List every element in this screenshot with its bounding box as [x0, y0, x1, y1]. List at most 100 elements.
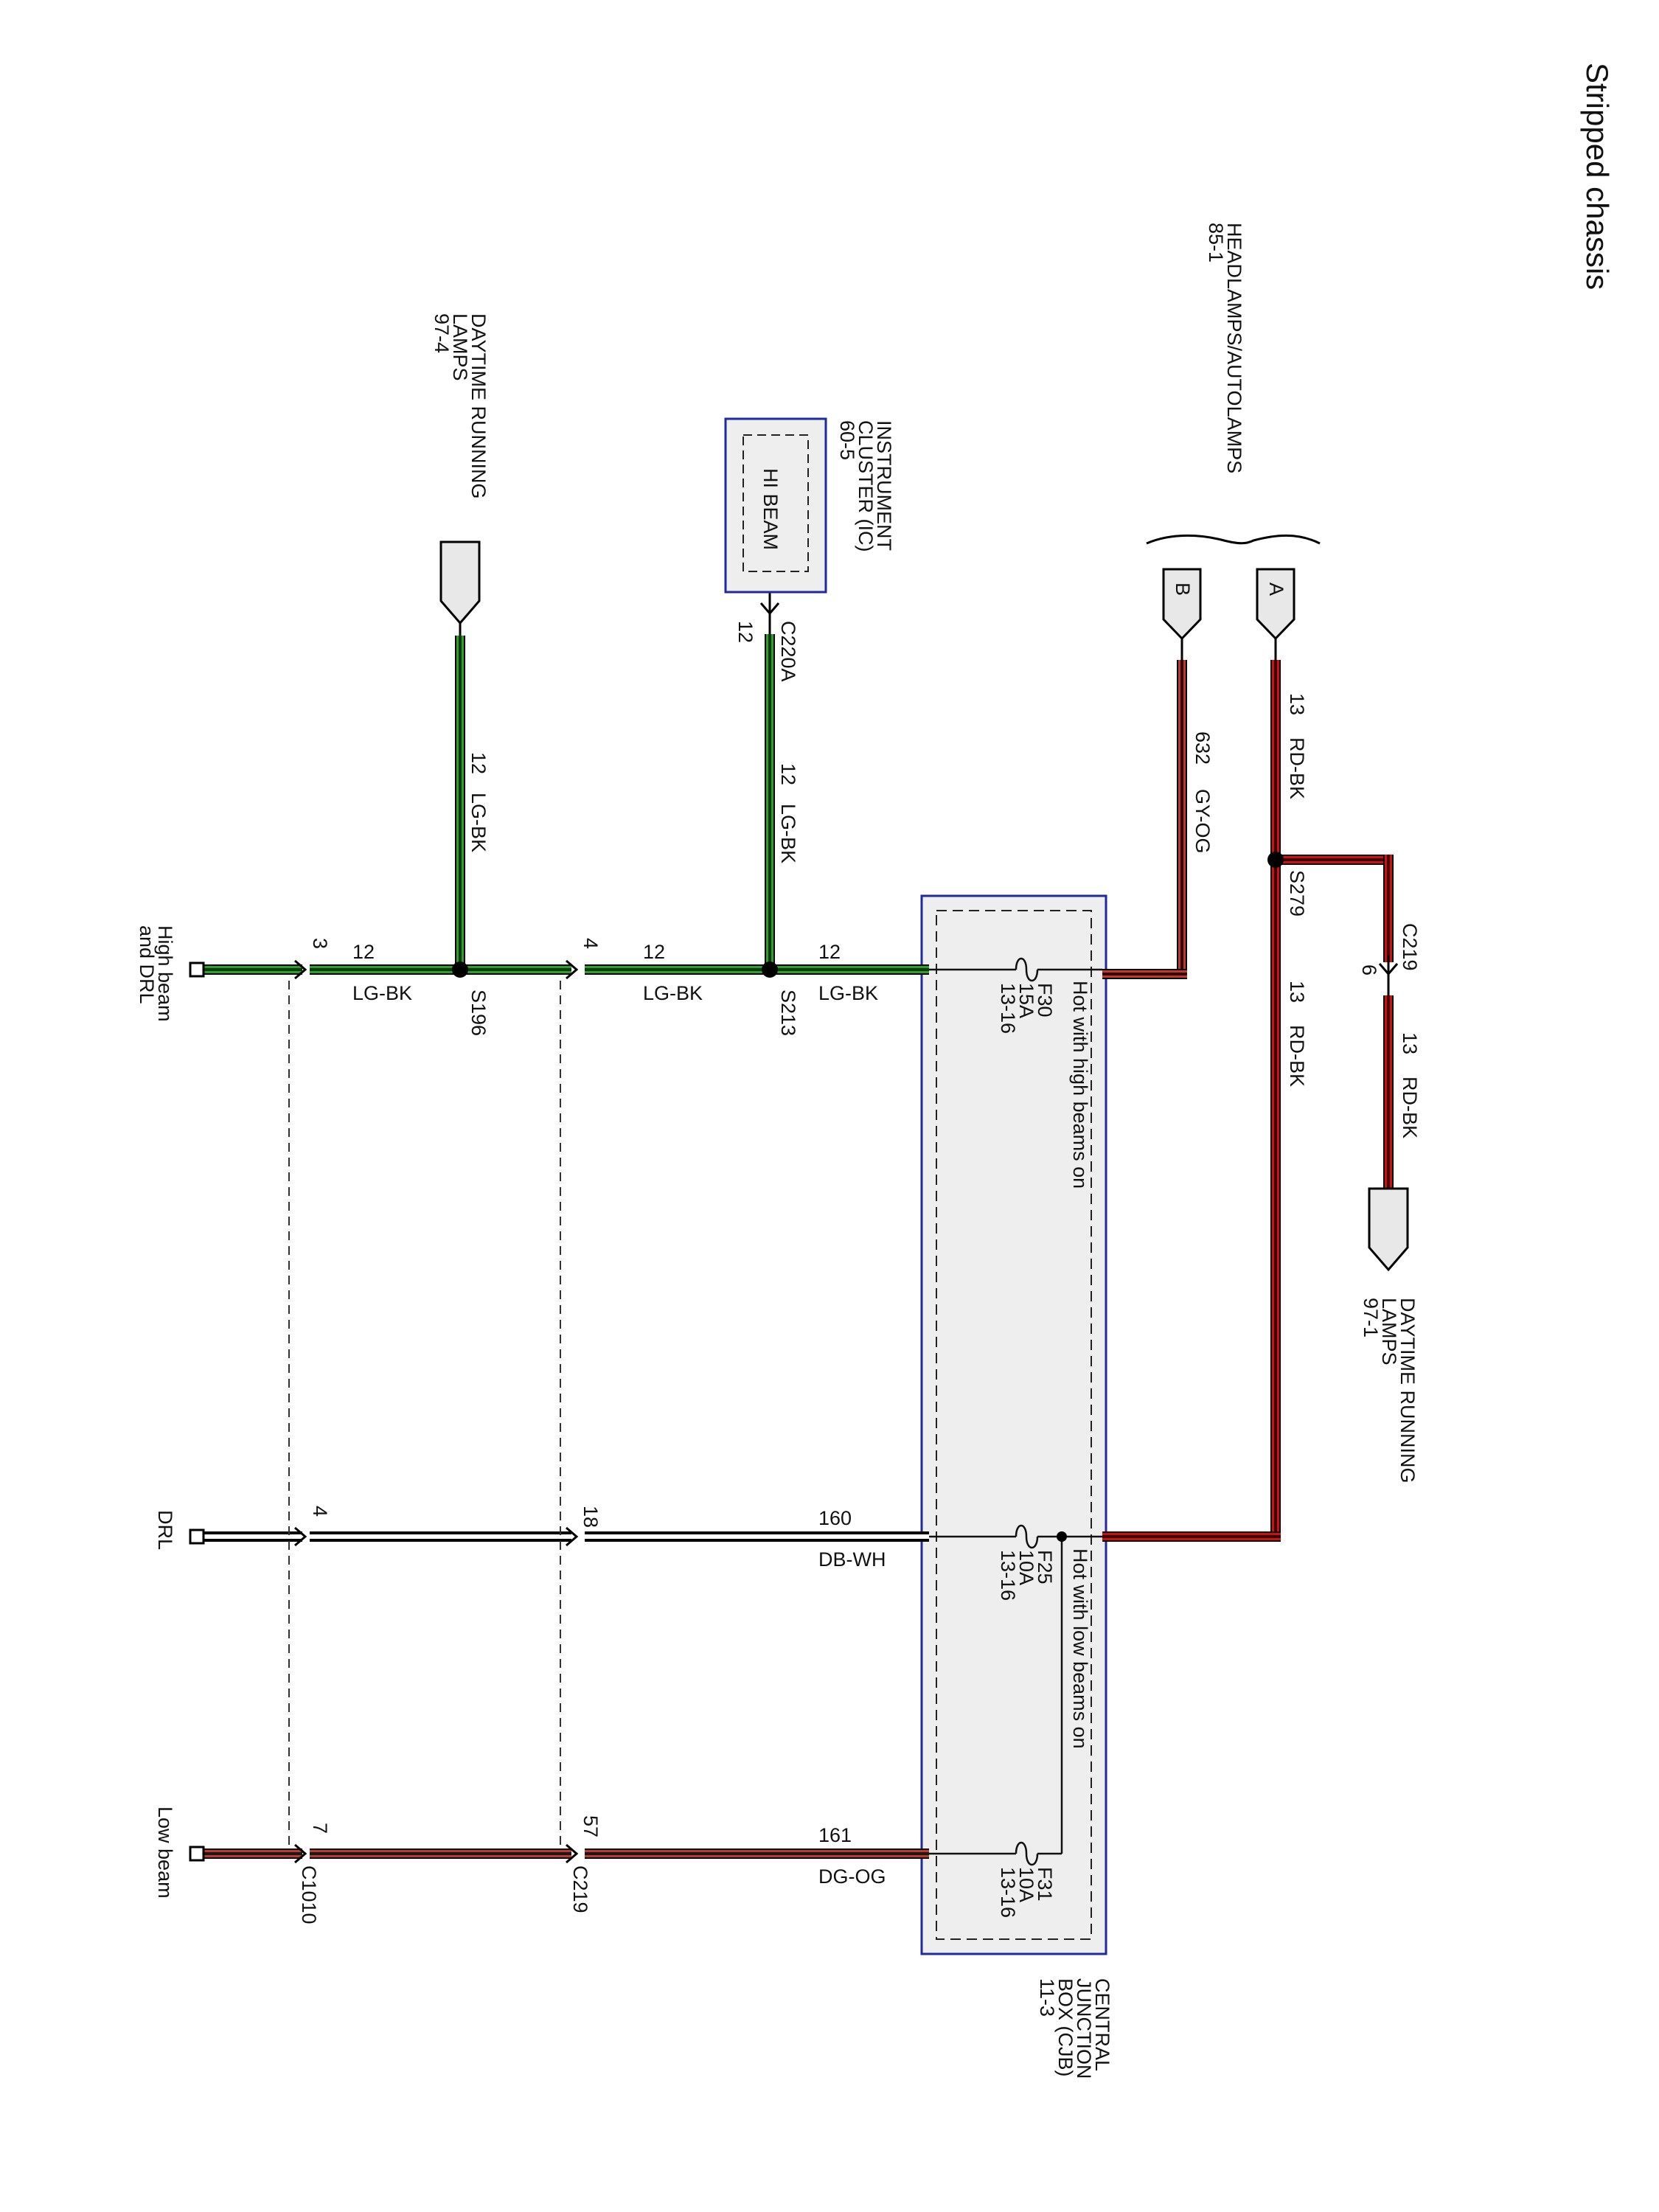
connector-c1010-label: C1010	[298, 1865, 320, 1924]
svg-text:F25: F25	[1034, 1550, 1056, 1585]
output-label-high-beam: High beam and DRL	[136, 925, 176, 1022]
connector-headlamps: B A	[1146, 534, 1321, 660]
wire-low-beam	[201, 1848, 929, 1859]
svg-text:and DRL: and DRL	[136, 925, 158, 1004]
svg-text:High beam: High beam	[154, 925, 176, 1022]
output-label-low-beam: Low beam	[154, 1806, 176, 1899]
label-wire-rd-bk-top: 13 RD-BK	[1286, 693, 1308, 799]
hi-beam-label: HI BEAM	[759, 468, 782, 550]
svg-text:85-1: 85-1	[1205, 223, 1227, 262]
svg-text:7: 7	[309, 1823, 331, 1834]
splice-s196-dot	[452, 961, 468, 978]
label-wire-high-beam: 12 LG-BK 12 LG-BK 12 LG-BK	[352, 941, 878, 1004]
instrument-cluster-box: HI BEAM	[724, 417, 827, 594]
splice-s196-label: S196	[467, 990, 490, 1036]
note-hot-low-beams: Hot with low beams on	[1069, 1548, 1091, 1749]
svg-text:13-16: 13-16	[997, 1867, 1019, 1918]
connector-b-label: B	[1172, 582, 1194, 596]
fuse-f31-symbol	[1015, 1841, 1039, 1866]
ref-label-drl-top: DAYTIME RUNNING LAMPS 97-4	[431, 313, 490, 499]
label-wire-gy-og: 632 GY-OG	[1192, 731, 1214, 854]
connector-c219-bottom-label: C219	[569, 1865, 591, 1913]
label-wire-rd-bk-branch: 13 RD-BK	[1399, 1032, 1421, 1138]
svg-text:12: 12	[777, 763, 799, 785]
cjb-junction-dot	[1057, 1531, 1067, 1542]
fuse-f31-label: F31 10A 13-16	[997, 1867, 1056, 1918]
wire-lg-bk-drl-top	[455, 636, 465, 964]
label-wire-drl: 160 DB-WH	[818, 1507, 886, 1571]
svg-text:CENTRAL: CENTRAL	[1091, 1978, 1113, 2071]
ref-label-cluster: INSTRUMENT CLUSTER (IC) 60-5	[836, 420, 895, 552]
ref-label-headlamps: HEADLAMPS/AUTOLAMPS 85-1	[1205, 223, 1245, 473]
wire-rd-bk-main	[1102, 660, 1281, 1542]
label-wire-cluster: 12 LG-BK	[777, 763, 799, 863]
wire-rd-bk-branch	[1276, 855, 1394, 1189]
label-wire-low-beam: 161 DG-OG	[818, 1824, 886, 1888]
svg-text:CLUSTER (IC): CLUSTER (IC)	[855, 420, 877, 552]
cjb-internal-wiring	[929, 968, 1102, 1855]
cjb-inner-box	[936, 910, 1092, 1940]
svg-text:4: 4	[309, 1506, 331, 1517]
svg-text:632: 632	[1192, 731, 1214, 765]
connector-dashed-lines	[288, 981, 561, 1847]
svg-text:RD-BK: RD-BK	[1286, 1025, 1308, 1087]
connector-a-label: A	[1265, 582, 1287, 596]
wire-drl	[201, 1531, 929, 1542]
terminal-drl	[189, 1528, 205, 1545]
splice-s279-label: S279	[1286, 870, 1308, 917]
svg-text:97-1: 97-1	[1360, 1298, 1382, 1338]
svg-text:12: 12	[467, 752, 490, 774]
wire-high-beam	[201, 964, 929, 975]
connector-c220a-pin: 12	[734, 621, 757, 643]
svg-text:10A: 10A	[1015, 1550, 1037, 1585]
splice-s213-dot	[762, 961, 778, 978]
output-terminals	[189, 961, 205, 1862]
svg-text:10A: 10A	[1015, 1867, 1037, 1902]
svg-text:12: 12	[643, 941, 665, 963]
svg-text:13: 13	[1399, 1032, 1421, 1054]
svg-text:15A: 15A	[1015, 983, 1037, 1018]
svg-text:3: 3	[309, 938, 331, 949]
svg-text:GY-OG: GY-OG	[1192, 789, 1214, 854]
ref-connector-drl-top	[439, 540, 481, 625]
pin-numbers: 3 4 4 18 7 57	[309, 938, 602, 1837]
fuse-f25-symbol	[1015, 1524, 1039, 1549]
svg-text:DAYTIME RUNNING: DAYTIME RUNNING	[467, 313, 490, 499]
svg-text:13: 13	[1286, 693, 1308, 715]
svg-text:HEADLAMPS/AUTOLAMPS: HEADLAMPS/AUTOLAMPS	[1223, 223, 1245, 473]
ref-label-drl-right: DAYTIME RUNNING LAMPS 97-1	[1360, 1298, 1419, 1484]
svg-text:F31: F31	[1034, 1867, 1056, 1902]
svg-text:LG-BK: LG-BK	[777, 804, 799, 863]
terminal-high-beam	[189, 961, 205, 978]
splice-s279-dot	[1267, 852, 1284, 868]
splice-s213-label: S213	[777, 990, 799, 1036]
svg-text:161: 161	[818, 1824, 852, 1846]
svg-text:57: 57	[580, 1815, 602, 1837]
svg-text:11-3: 11-3	[1036, 1978, 1058, 2017]
svg-text:160: 160	[818, 1507, 852, 1529]
note-hot-high-beams: Hot with high beams on	[1069, 981, 1091, 1189]
connector-c219-top-label: C219	[1399, 923, 1421, 971]
svg-text:LG-BK: LG-BK	[643, 982, 703, 1004]
svg-text:DG-OG: DG-OG	[818, 1865, 886, 1888]
terminal-low-beam	[189, 1846, 205, 1862]
svg-text:18: 18	[580, 1506, 602, 1528]
label-wire-rd-bk-lower: 13 RD-BK	[1286, 981, 1308, 1087]
svg-text:JUNCTION: JUNCTION	[1073, 1978, 1095, 2079]
svg-text:13: 13	[1286, 981, 1308, 1003]
connector-a-body	[1256, 568, 1295, 641]
connector-b-body	[1162, 568, 1202, 641]
svg-text:LAMPS: LAMPS	[1378, 1298, 1400, 1366]
label-wire-drl-top: 12 LG-BK	[467, 752, 490, 852]
svg-text:RD-BK: RD-BK	[1286, 737, 1308, 799]
central-junction-box	[920, 894, 1107, 1955]
ref-connector-drl-right	[1368, 1187, 1409, 1272]
svg-text:LG-BK: LG-BK	[352, 982, 412, 1004]
connector-c220a-label: C220A	[777, 621, 799, 682]
svg-text:60-5: 60-5	[836, 420, 858, 460]
svg-text:13-16: 13-16	[997, 1550, 1019, 1601]
wire-lg-bk-cluster	[765, 634, 775, 964]
svg-text:F30: F30	[1034, 983, 1056, 1018]
svg-text:BOX (CJB): BOX (CJB)	[1054, 1978, 1077, 2077]
